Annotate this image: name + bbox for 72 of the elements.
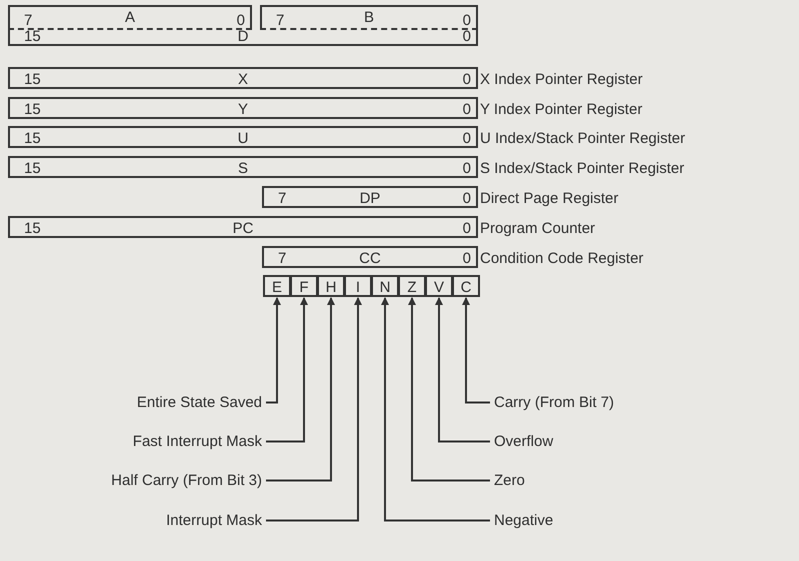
register-name: PC xyxy=(232,221,254,236)
bit-number: 15 xyxy=(24,221,41,236)
flag-description: Negative xyxy=(494,512,554,529)
flag-letter: H xyxy=(326,280,336,295)
flag-bit-box xyxy=(425,275,453,297)
flag-description: Interrupt Mask xyxy=(166,512,262,529)
flag-description: Carry (From Bit 7) xyxy=(494,394,614,411)
leader-arrow xyxy=(435,297,490,442)
bit-number: 0 xyxy=(462,29,471,44)
flag-bit-box xyxy=(263,275,291,297)
register-description: Condition Code Register xyxy=(480,251,644,266)
leader-arrow xyxy=(408,297,490,482)
flag-letter: E xyxy=(272,280,282,295)
flag-bit-box xyxy=(290,275,318,297)
leader-arrow xyxy=(462,297,490,404)
bit-number: 0 xyxy=(462,13,471,28)
flag-letter: N xyxy=(380,280,390,295)
leader-arrow xyxy=(266,297,362,522)
bit-number: 0 xyxy=(462,131,471,146)
bit-number: 7 xyxy=(276,13,284,28)
bit-number: 0 xyxy=(462,221,471,236)
register-name: A xyxy=(125,10,135,25)
bit-number: 0 xyxy=(462,251,471,266)
bit-number: 0 xyxy=(462,161,471,176)
leader-arrow xyxy=(266,297,335,482)
register-description: X Index Pointer Register xyxy=(480,72,643,87)
flag-letter: I xyxy=(356,280,360,295)
flag-letter: C xyxy=(460,280,472,295)
flag-description: Overflow xyxy=(494,433,554,450)
bit-number: 15 xyxy=(24,102,41,117)
register-name: S xyxy=(238,161,248,176)
leader-arrow xyxy=(266,297,308,442)
bit-number: 15 xyxy=(24,161,41,176)
bit-number: 0 xyxy=(236,13,245,28)
flag-bit-box xyxy=(317,275,345,297)
bit-number: 15 xyxy=(24,29,41,44)
register-half-box xyxy=(8,5,252,30)
flag-description: Fast Interrupt Mask xyxy=(132,433,262,450)
flag-letter: V xyxy=(434,280,444,295)
register-name: X xyxy=(238,72,248,87)
bit-number: 0 xyxy=(462,72,471,87)
register-description: U Index/Stack Pointer Register xyxy=(480,131,686,146)
register-name: CC xyxy=(359,251,381,266)
register-name: DP xyxy=(360,191,380,206)
bit-number: 0 xyxy=(462,102,471,117)
register-name: D xyxy=(238,29,248,44)
leader-arrow xyxy=(381,297,490,522)
register-name: Y xyxy=(238,102,248,117)
flag-bit-box xyxy=(398,275,426,297)
register-description: Program Counter xyxy=(480,221,596,236)
flag-bit-box xyxy=(371,275,399,297)
flag-description: Entire State Saved xyxy=(136,394,262,411)
flag-bit-box xyxy=(452,275,480,297)
bit-number: 15 xyxy=(24,131,41,146)
register-description: Direct Page Register xyxy=(480,191,618,206)
register-description: Y Index Pointer Register xyxy=(480,102,642,117)
flag-letter: Z xyxy=(407,280,417,295)
bit-number: 7 xyxy=(24,13,32,28)
leader-arrow xyxy=(266,297,281,404)
flag-description: Zero xyxy=(494,472,525,489)
register-half-box xyxy=(260,5,478,30)
flag-bit-box xyxy=(344,275,372,297)
flag-letter: F xyxy=(299,280,309,295)
register-name: B xyxy=(364,10,374,25)
bit-number: 0 xyxy=(462,191,471,206)
bit-number: 7 xyxy=(278,191,286,206)
bit-number: 7 xyxy=(278,251,286,266)
register-box xyxy=(8,28,478,46)
bit-number: 15 xyxy=(24,72,41,87)
register-description: S Index/Stack Pointer Register xyxy=(480,161,684,176)
flag-description: Half Carry (From Bit 3) xyxy=(111,472,262,489)
register-name: U xyxy=(238,131,248,146)
